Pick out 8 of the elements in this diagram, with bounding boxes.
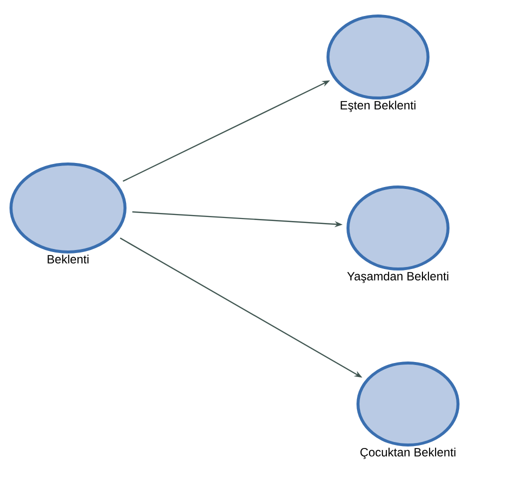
node-label: Yaşamdan Beklenti <box>347 272 448 283</box>
node-label: Eşten Beklenti <box>340 100 416 112</box>
circle-node: Çocuktan Beklenti <box>356 362 460 459</box>
node-label: Beklenti <box>48 254 88 264</box>
circle-node: Beklenti <box>10 162 126 264</box>
circle-node: Eşten Beklenti <box>326 14 430 112</box>
circle-node: Yaşamdan Beklenti <box>346 186 450 283</box>
node-label: Çocuktan Beklenti <box>360 448 456 459</box>
